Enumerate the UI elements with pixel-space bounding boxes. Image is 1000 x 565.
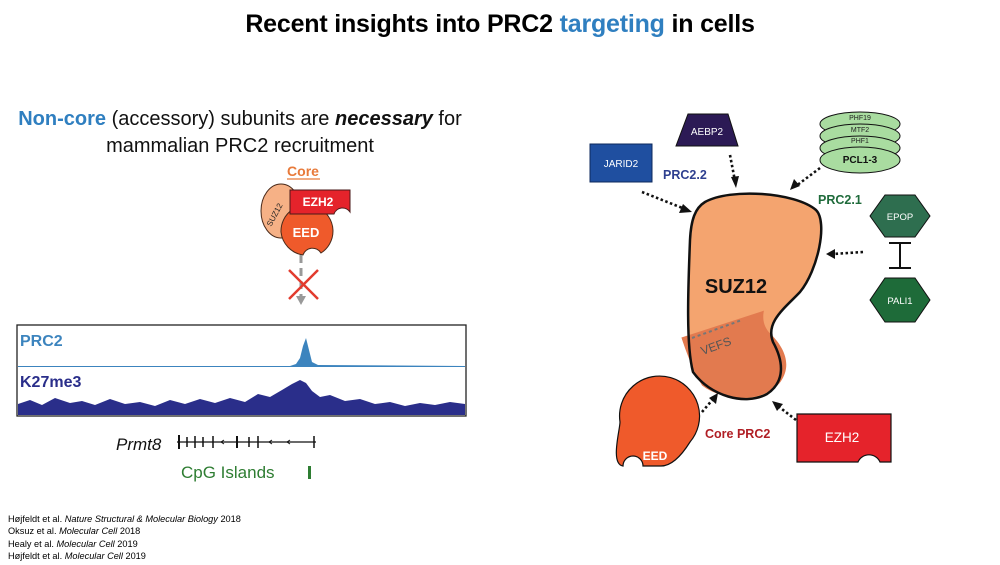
subtitle-text-end: for bbox=[432, 108, 462, 130]
reference-year: 2019 bbox=[114, 538, 138, 549]
prc2-2-label: PRC2.2 bbox=[663, 168, 707, 182]
reference-journal: Nature Structural & Molecular Biology bbox=[64, 514, 218, 524]
reference-journal: Molecular Cell bbox=[56, 538, 115, 549]
left-diagram: Core SUZ12 EED EZH2 PRC2 K27me3 Prmt8 Cp… bbox=[16, 163, 467, 482]
track-label-prc2: PRC2 bbox=[20, 333, 63, 350]
aebp2-label: AEBP2 bbox=[691, 127, 724, 138]
recruitment-arrow-head bbox=[296, 296, 306, 305]
title-text-before: Recent insights into PRC2 bbox=[245, 10, 560, 38]
track-k27me3-signal bbox=[18, 380, 465, 415]
reference-year: 2018 bbox=[117, 526, 141, 537]
gene-exons bbox=[178, 435, 315, 449]
track-label-k27me3: K27me3 bbox=[20, 374, 81, 391]
subtitle-emphasis: necessary bbox=[335, 108, 433, 130]
reference-year: 2019 bbox=[122, 551, 146, 562]
reference-item: Oksuz et al. Molecular Cell 2018 bbox=[8, 525, 241, 537]
genome-track-frame bbox=[16, 324, 467, 417]
epop-shape bbox=[869, 194, 931, 238]
reference-item: Healy et al. Molecular Cell 2019 bbox=[8, 538, 241, 550]
title-text-after: in cells bbox=[664, 10, 755, 38]
blocked-cross-b bbox=[288, 269, 319, 300]
pali1-shape bbox=[869, 277, 931, 323]
reference-journal: Molecular Cell bbox=[64, 551, 123, 562]
pcl-item-phf1: PHF1 bbox=[851, 138, 869, 145]
reference-item: Højfeldt et al. Molecular Cell 2019 bbox=[8, 550, 241, 562]
ezh2-shape bbox=[796, 413, 892, 463]
gene-label: Prmt8 bbox=[116, 435, 162, 454]
references: Højfeldt et al. Nature Structural & Mole… bbox=[8, 513, 241, 563]
pcl-stack bbox=[819, 111, 901, 174]
suz12-label: SUZ12 bbox=[705, 276, 767, 298]
subtitle-line2: mammalian PRC2 recruitment bbox=[106, 135, 374, 157]
subtitle-text: (accessory) subunits are bbox=[106, 108, 335, 130]
eed-label: EED bbox=[643, 449, 668, 463]
recruitment-arrowheads bbox=[679, 176, 835, 411]
eed-shape bbox=[615, 375, 701, 467]
title-highlight: targeting bbox=[559, 10, 665, 38]
aebp2-shape bbox=[675, 113, 739, 147]
prc2-1-label: PRC2.1 bbox=[818, 193, 862, 207]
reference-authors: Oksuz et al. bbox=[8, 526, 60, 537]
pali1-label: PALI1 bbox=[887, 296, 912, 307]
cpg-island-mark bbox=[308, 466, 311, 479]
pcl-item-mtf2: MTF2 bbox=[851, 127, 869, 134]
left-subtitle: Non-core (accessory) subunits are necess… bbox=[0, 106, 480, 160]
subtitle-highlight: Non-core bbox=[18, 108, 107, 130]
pcl-label: PCL1-3 bbox=[843, 155, 878, 166]
reference-authors: Højfeldt et al. bbox=[8, 514, 65, 524]
core-ezh2-label: EZH2 bbox=[303, 195, 334, 209]
slide-title: Recent insights into PRC2 targeting in c… bbox=[0, 10, 1000, 39]
cpg-label: CpG Islands bbox=[181, 463, 275, 482]
right-diagram: SUZ12 VEFS JARID2 AEBP2 PRC2.2 PHF19 MTF… bbox=[589, 111, 931, 467]
jarid2-label: JARID2 bbox=[604, 159, 639, 170]
reference-journal: Molecular Cell bbox=[59, 526, 118, 537]
jarid2-box bbox=[589, 143, 653, 183]
vefs-boundary bbox=[691, 319, 743, 339]
core-label: Core bbox=[287, 163, 319, 179]
reference-authors: Healy et al. bbox=[8, 538, 57, 549]
reference-item: Højfeldt et al. Nature Structural & Mole… bbox=[8, 513, 241, 525]
pcl-item-phf19: PHF19 bbox=[849, 115, 871, 122]
reference-authors: Højfeldt et al. bbox=[8, 551, 65, 562]
ezh2-label: EZH2 bbox=[825, 430, 860, 445]
reference-year: 2018 bbox=[217, 514, 241, 524]
core-prc2-label: Core PRC2 bbox=[705, 427, 770, 441]
core-eed-label: EED bbox=[293, 225, 320, 240]
epop-label: EPOP bbox=[887, 212, 913, 223]
core-ezh2-shape bbox=[289, 189, 351, 215]
